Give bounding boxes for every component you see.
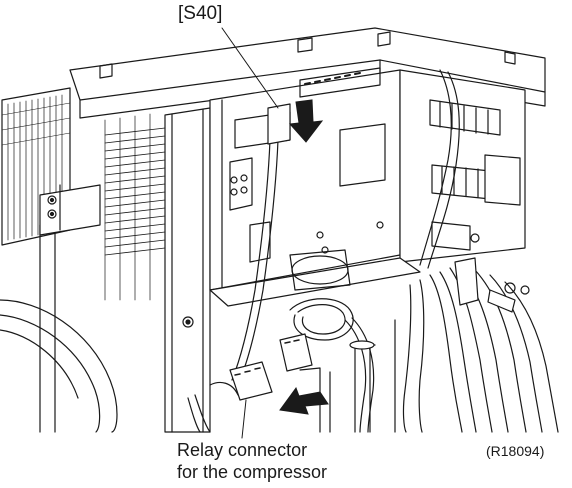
relay-connector [187,361,273,433]
cable-s40 [231,103,291,381]
wire-clamp [454,257,530,313]
support-plate [164,107,211,433]
leader-lines [221,27,279,439]
s40-callout: [S40] [178,3,223,24]
coiled-cable [279,298,375,433]
relay-callout-line1: Relay connector [177,440,308,460]
diagonal-arrow-icon [279,386,329,415]
wire-bundle-right [402,69,559,433]
pipe [349,340,376,433]
relay-leader-line [241,399,247,439]
relay-callout-line2: for the compressor [177,462,328,482]
down-arrow-icon [288,99,324,143]
lower-frame [299,319,396,433]
relay-connector-callout: Relay connector for the compressor [177,439,327,483]
reference-code: (R18094) [486,443,545,459]
s40-leader-line [221,27,279,109]
relay-board [399,69,526,263]
inner-fins [104,113,166,301]
fan-shroud [0,221,118,433]
side-bracket [39,184,101,236]
